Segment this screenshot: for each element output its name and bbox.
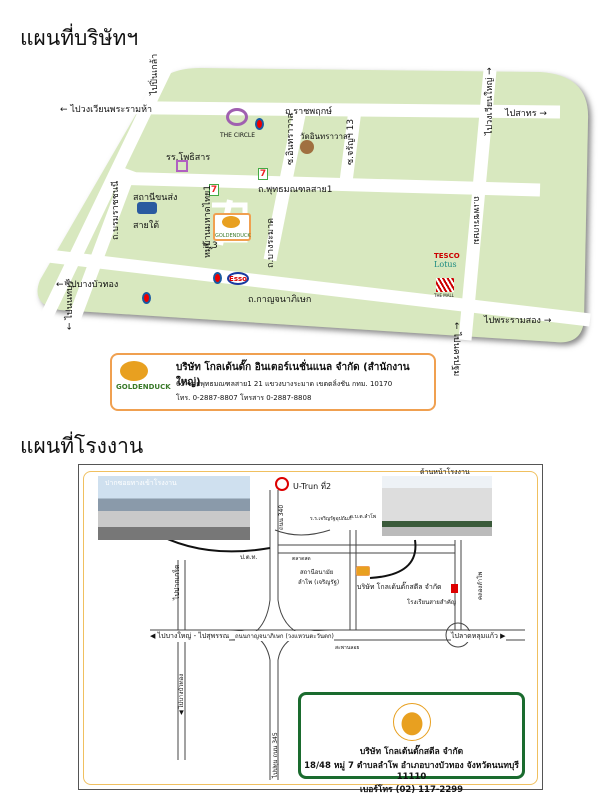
tambon-office-label: อ.บ.ต.ลำโพ <box>350 514 377 520</box>
office-map-title: แผนที่บริษัทฯ <box>20 26 139 50</box>
to-rama5-label: ← ไปวงเวียนพระรามห้า <box>60 105 153 115</box>
office-map <box>34 57 591 343</box>
road-kanchanaphisek: ถ.กาญจนาภิเษก <box>248 295 312 305</box>
the-mall-label: THE MALL <box>434 293 454 298</box>
company-name: บริษัท โกลเด้นดั๊ก อินเตอร์เนชั่นแนล จำก… <box>176 362 410 388</box>
u-turn-icon <box>275 477 289 491</box>
duck-icon <box>222 216 240 228</box>
ptt-icon <box>255 118 264 130</box>
duck-logo-icon <box>392 703 431 741</box>
road-ratchaphruek: ถ.ราชพฤกษ์ <box>285 107 333 117</box>
road-phutthamonthon: ถ.พุทธมณฑลสาย1 <box>258 185 333 195</box>
school1-label: ร.ร.เจริญรัฐอุปถัมภ์ <box>310 516 352 522</box>
factory-map <box>78 464 543 790</box>
tesco-label: TESCO <box>434 252 460 260</box>
bus-station2-label: สายใต้ <box>133 221 160 231</box>
factory-front-photo <box>382 476 492 536</box>
factory-company-name: บริษัท โกลเด้นดั๊กสตีล จำกัด <box>359 747 464 757</box>
to-bang-yai-label: ◀ ไปบางใหญ่ - ไปสุพรรณ <box>150 631 230 642</box>
esso-logo: Esso <box>227 272 249 285</box>
u-turn-label: U-Trun ที่2 <box>293 482 332 491</box>
lotus-label: Lotus <box>434 260 457 269</box>
factory-address: 18/48 หมู่ 7 ตำบลลำโพ อำเภอบางบัวทอง จัง… <box>304 761 519 782</box>
company-marker <box>356 566 370 576</box>
factory-entrance-photo <box>98 476 250 540</box>
factory-info-box: บริษัท โกลเด้นดั๊กสตีล จำกัด 18/48 หมู่ … <box>298 692 525 795</box>
photo1-caption: ปากซอยทางเข้าโรงงาน <box>105 479 177 487</box>
soi3-label: ซ.3 <box>203 241 218 251</box>
logo-text: GOLDENDUCK <box>116 383 171 391</box>
to-rama2-label: ไปพระรามสอง → <box>484 316 552 326</box>
school-icon <box>176 160 188 172</box>
seven-eleven-icon: 7 <box>209 184 219 196</box>
ptt-icon <box>142 292 151 304</box>
to-lat-lum-kaeo-label: ไปลาดหลุมแก้ว ▶ <box>451 631 506 642</box>
company-info-box: GOLDENDUCK บริษัท โกลเด้นดั๊ก อินเตอร์เน… <box>110 353 436 411</box>
the-circle-label: THE CIRCLE <box>220 132 256 139</box>
photo2-caption: ด้านหน้าโรงงาน <box>420 468 470 476</box>
to-sathorn-label: ไปสาทร → <box>505 109 547 119</box>
bridge-label: สะพานลอย <box>335 645 360 651</box>
health2-label: ลำโพ (เจริญรัฐ) <box>298 579 340 586</box>
roads <box>34 57 591 341</box>
temple-icon <box>300 140 314 154</box>
duck-logo-icon <box>120 361 148 381</box>
school-label: รร.โพธิสาร <box>166 153 211 163</box>
ptt-icon <box>213 272 222 284</box>
canal-label: คลองลำโพ <box>477 571 484 600</box>
wat-label: วัดอินทราวาส <box>300 132 348 141</box>
health-label: สถานีอนามัย <box>300 569 334 576</box>
to-bang-bua-thong-label: ← ไปบางบัวทอง <box>56 280 119 290</box>
market-label: ตลาดสด <box>292 556 311 562</box>
school2-label: โรงเรียนสายสำคัญ <box>407 599 456 606</box>
bus-station-label: สถานีขนส่ง <box>133 193 178 203</box>
school-flag-icon <box>451 584 458 593</box>
factory-phone: เบอร์โทร (02) 117-2299 <box>359 785 464 795</box>
seven-eleven-icon: 7 <box>258 168 268 180</box>
the-circle-logo <box>226 108 248 126</box>
road-345-label: ไปปทุม ถนน 345 <box>272 732 279 778</box>
to-bang-bua-thong-label: ◀ ไปบางบัวทอง <box>178 673 185 715</box>
to-pak-kret-label: ไปปากเกร็ด <box>173 564 181 600</box>
company-phone: โทร. 0-2887-8807 โทรสาร 0-2887-8808 <box>176 394 312 402</box>
company-label: บริษัท โกลเด้นดั๊กสตีล จำกัด <box>357 583 442 591</box>
police-label: ป.ต.ท. <box>240 554 258 561</box>
company-address: 65 ซอยพุทธมณฑลสาย1 21 แขวงบางระมาด เขตตล… <box>176 380 393 388</box>
kanchana-label: ถนนกาญจนาภิเษก (วงแหวนตะวันตก) <box>235 631 334 641</box>
the-mall-logo <box>436 278 454 292</box>
road-340-label: ถนน 340 <box>278 504 285 530</box>
factory-map-title: แผนที่โรงงาน <box>20 434 144 458</box>
bus-icon <box>137 202 157 214</box>
